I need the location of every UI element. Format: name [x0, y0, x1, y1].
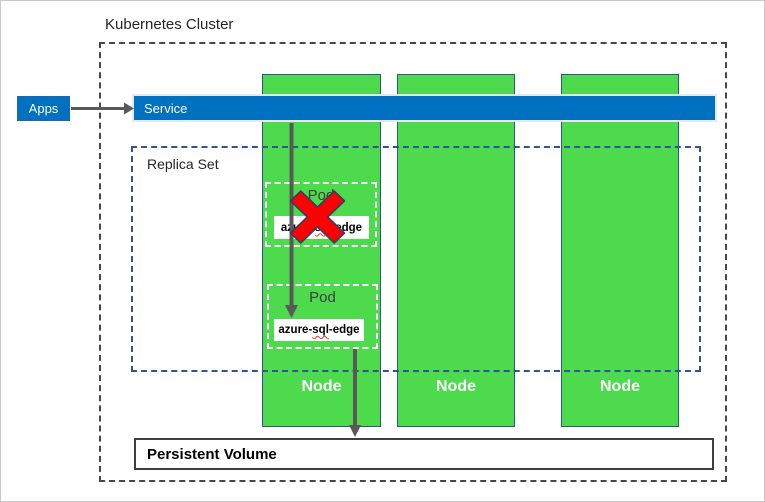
container-name-part-misspelled: sql [314, 221, 332, 234]
pod-1-label: Pod [307, 187, 335, 204]
node-3-label: Node [600, 378, 640, 395]
pod-1-boundary [265, 182, 377, 247]
pod-2-container-box: azure-sql-edge [274, 319, 364, 341]
cluster-title: Kubernetes Cluster [105, 16, 234, 33]
kubernetes-cluster-boundary [99, 42, 727, 482]
replica-set-boundary: Replica Set [131, 146, 701, 372]
persistent-volume-box: Persistent Volume [134, 438, 714, 470]
service-bar: Service [132, 94, 717, 122]
node-1: Node [262, 74, 381, 427]
node-3: Node [561, 74, 679, 427]
container-name-part: -edge [328, 324, 360, 336]
persistent-volume-label: Persistent Volume [147, 445, 277, 463]
container-name-part: azure- [278, 324, 313, 336]
node-2-label: Node [436, 378, 476, 395]
pod-1-container-box: azure-sql-edge [274, 216, 369, 239]
apps-box: Apps [17, 96, 70, 121]
node-1-label: Node [301, 378, 342, 395]
container-name-part: -edge [331, 221, 363, 234]
node-2: Node [397, 74, 515, 427]
pod-2-label: Pod [309, 289, 336, 306]
container-name-part-misspelled: sql [312, 324, 329, 336]
replica-set-label: Replica Set [147, 156, 219, 172]
service-label: Service [144, 100, 188, 116]
apps-label: Apps [28, 101, 59, 116]
container-name-part: azure- [280, 221, 315, 234]
pod-2-boundary [267, 284, 378, 349]
